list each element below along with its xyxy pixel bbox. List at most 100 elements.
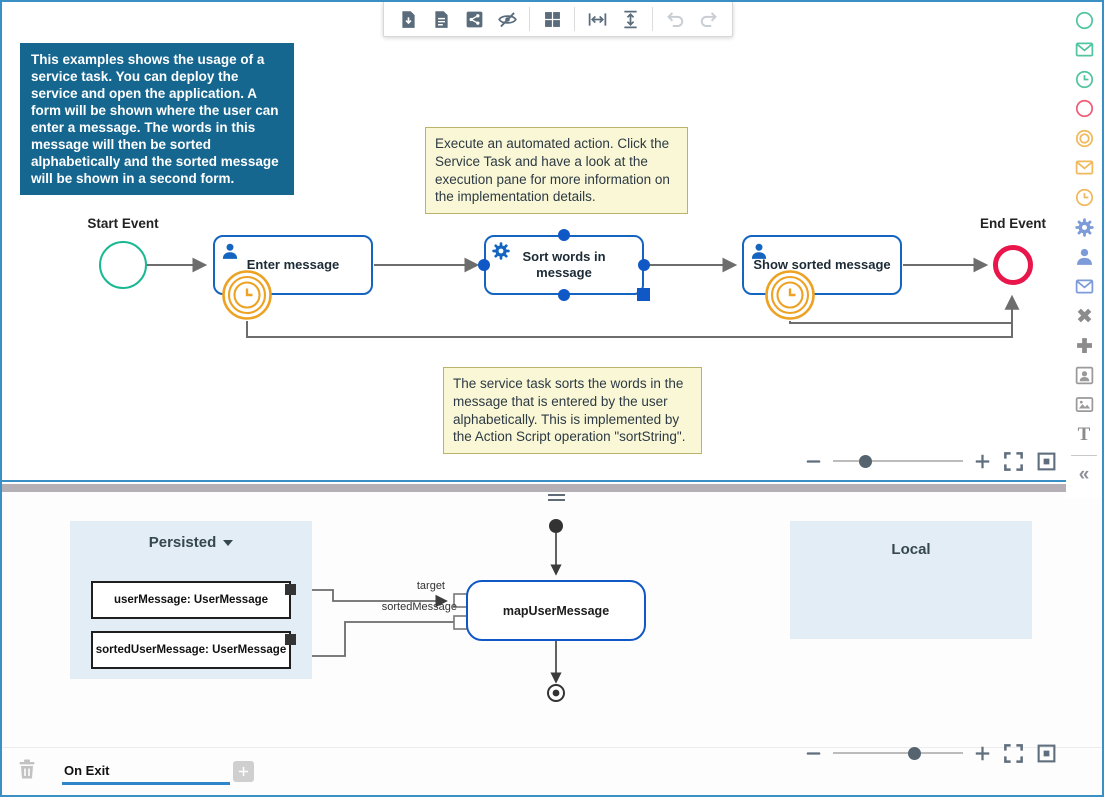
resize-handle-left[interactable] — [478, 259, 490, 271]
process-description-note[interactable]: This examples shows the usage of a servi… — [20, 43, 294, 195]
zoom-in-button[interactable] — [973, 744, 992, 763]
share-button[interactable] — [463, 8, 485, 30]
zoom-out-button[interactable] — [804, 744, 823, 763]
resize-handle-bottom[interactable] — [558, 289, 570, 301]
palette-item-start-event[interactable] — [1072, 9, 1096, 31]
palette-item-message-start-event[interactable] — [1072, 39, 1096, 61]
element-palette: T « — [1066, 2, 1102, 498]
resize-handle-top[interactable] — [558, 229, 570, 241]
redo-button[interactable] — [697, 8, 719, 30]
zoom-slider-track[interactable] — [833, 454, 963, 468]
plus-gateway-icon — [1074, 335, 1095, 356]
resize-handle-right[interactable] — [638, 259, 650, 271]
boundary-timer-event-2[interactable] — [764, 269, 816, 321]
variable-sortedusermessage[interactable]: sortedUserMessage: UserMessage — [91, 631, 291, 669]
service-task-sort-words[interactable]: Sort words in message — [484, 235, 644, 295]
download-document-icon — [398, 9, 419, 30]
palette-item-cross-gateway[interactable] — [1072, 305, 1096, 327]
collapse-palette-button[interactable]: « — [1072, 464, 1096, 486]
plus-icon — [973, 744, 992, 763]
palette-item-plus-gateway[interactable] — [1072, 335, 1096, 357]
task-label: Sort words in message — [522, 248, 606, 280]
pane-splitter-handle[interactable] — [548, 494, 565, 501]
wire-label-target: target — [416, 580, 445, 592]
palette-item-user-dialog[interactable] — [1072, 364, 1096, 386]
download-document-button[interactable] — [397, 8, 419, 30]
variable-usermessage[interactable]: userMessage: UserMessage — [91, 581, 291, 619]
user-task-icon — [749, 241, 769, 261]
fit-width-button[interactable] — [586, 8, 608, 30]
zoom-out-button[interactable] — [804, 452, 823, 471]
local-panel-title: Local — [891, 541, 931, 558]
trash-icon — [15, 756, 39, 782]
message-task-icon — [1074, 276, 1095, 297]
palette-item-text[interactable]: T — [1072, 423, 1096, 445]
fit-to-screen-button[interactable] — [1002, 742, 1025, 765]
start-event[interactable] — [99, 241, 147, 289]
resize-handle-corner[interactable] — [637, 288, 650, 301]
zoom-slider-track[interactable] — [833, 746, 963, 760]
toolbar-separator — [529, 7, 530, 31]
user-dialog-icon — [1074, 365, 1095, 386]
undo-icon — [665, 9, 686, 30]
palette-item-message-intermediate-event[interactable] — [1072, 157, 1096, 179]
palette-item-timer-intermediate-event[interactable] — [1072, 187, 1096, 209]
persisted-dropdown-caret[interactable] — [223, 539, 234, 546]
flow-timer2-to-end — [789, 321, 1012, 324]
fit-height-button[interactable] — [619, 8, 641, 30]
zoom-slider-thumb[interactable] — [908, 746, 922, 760]
execution-hint-note[interactable]: Execute an automated action. Click the S… — [425, 127, 688, 215]
start-event-label: Start Event — [87, 216, 159, 231]
connector-usermessage[interactable] — [285, 584, 296, 595]
add-tab-button[interactable] — [233, 761, 254, 782]
text-icon: T — [1077, 423, 1091, 445]
undo-button[interactable] — [664, 8, 686, 30]
local-panel[interactable]: Local — [790, 521, 1032, 639]
fit-to-screen-button[interactable] — [1002, 450, 1025, 473]
palette-item-end-event[interactable] — [1072, 98, 1096, 120]
connector-sortedusermessage[interactable] — [285, 634, 296, 645]
center-view-icon — [1035, 742, 1058, 765]
end-event[interactable] — [993, 245, 1033, 285]
zoom-slider-thumb[interactable] — [859, 454, 872, 468]
zoom-in-button[interactable] — [973, 452, 992, 471]
map-usermessage-node[interactable]: mapUserMessage — [466, 580, 646, 641]
boundary-timer-event-1[interactable] — [221, 269, 273, 321]
collapse-icon: « — [1078, 464, 1090, 485]
flow-timer1-to-end — [246, 294, 1020, 338]
timer-intermediate-event-icon — [1074, 187, 1095, 208]
task-label: Enter message — [246, 256, 340, 272]
palette-item-timer-start-event[interactable] — [1072, 68, 1096, 90]
message-start-event-icon — [1074, 39, 1095, 60]
service-task-hint-note[interactable]: The service task sorts the words in the … — [443, 367, 702, 455]
center-view-button[interactable] — [1035, 450, 1058, 473]
pane-splitter[interactable] — [0, 484, 1104, 492]
palette-item-message-task[interactable] — [1072, 275, 1096, 297]
message-intermediate-event-icon — [1074, 157, 1095, 178]
eye-off-icon — [497, 9, 518, 30]
palette-item-user-task[interactable] — [1072, 246, 1096, 268]
fit-height-icon — [620, 9, 641, 30]
palette-item-service-task[interactable] — [1072, 216, 1096, 238]
redo-icon — [698, 9, 719, 30]
minus-icon — [804, 744, 823, 763]
user-task-icon — [220, 241, 240, 261]
center-view-button[interactable] — [1035, 742, 1058, 765]
palette-item-image[interactable] — [1072, 394, 1096, 416]
pane-border — [0, 480, 1104, 482]
document-button[interactable] — [430, 8, 452, 30]
toolbar-separator — [652, 7, 653, 31]
tab-on-exit[interactable]: On Exit — [64, 763, 110, 778]
plus-icon — [973, 452, 992, 471]
image-icon — [1074, 394, 1095, 415]
diagram-canvas[interactable]: This examples shows the usage of a servi… — [0, 0, 1104, 481]
document-icon — [431, 9, 452, 30]
mapping-zoom-control — [804, 740, 1058, 766]
palette-item-intermediate-event[interactable] — [1072, 127, 1096, 149]
delete-tab-button[interactable] — [15, 756, 39, 782]
end-event-icon — [1074, 98, 1095, 119]
grid-layout-button[interactable] — [541, 8, 563, 30]
hide-connectors-button[interactable] — [496, 8, 518, 30]
end-event-label: End Event — [979, 216, 1047, 231]
start-event-icon — [1074, 10, 1095, 31]
